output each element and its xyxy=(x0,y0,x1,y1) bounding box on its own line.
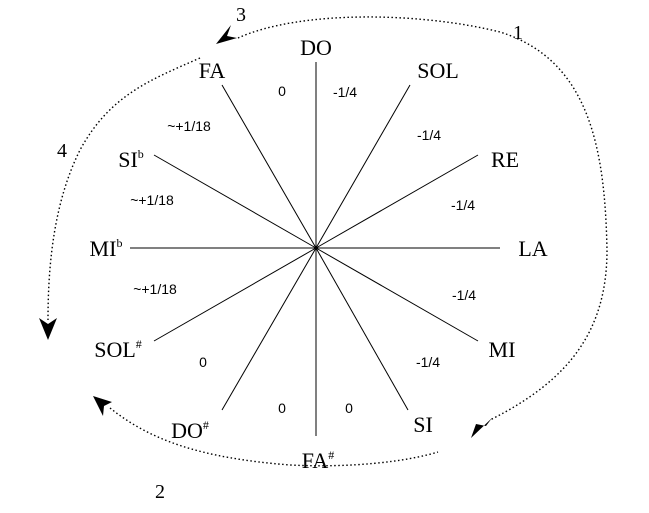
temper-sol-sharp-mi-flat: ~+1/18 xyxy=(133,281,177,297)
temper-si-fa-sharp: 0 xyxy=(345,400,353,416)
spokes xyxy=(130,62,500,436)
note-sol: SOL xyxy=(417,58,459,83)
temper-fa-do: 0 xyxy=(278,83,286,99)
path-4 xyxy=(47,57,201,321)
path-arrows xyxy=(39,16,608,467)
note-fa: FA xyxy=(199,58,226,83)
note-mi-flat: MIb xyxy=(90,236,123,261)
spoke-mi xyxy=(315,247,479,342)
note-la: LA xyxy=(518,236,547,261)
temper-fa-sharp-do-sharp: 0 xyxy=(278,400,286,416)
spoke-sol xyxy=(315,84,411,249)
note-do: DO xyxy=(300,35,332,60)
temper-do-sol: -1/4 xyxy=(333,84,357,100)
arrow-4-head xyxy=(39,318,57,340)
spoke-do-sharp xyxy=(221,247,317,411)
spoke-re xyxy=(315,154,479,249)
temper-mi-si: -1/4 xyxy=(416,354,440,370)
arrow-1-head xyxy=(471,418,492,438)
spoke-sol-sharp xyxy=(153,247,317,342)
arrow-2-head xyxy=(93,396,112,416)
step-3: 3 xyxy=(236,4,246,26)
temper-sol-re: -1/4 xyxy=(417,127,441,143)
path-2 xyxy=(109,407,439,467)
note-si: SI xyxy=(413,412,433,437)
temper-do-sharp-sol-sharp: 0 xyxy=(199,354,207,370)
step-numbers: 1 2 3 4 xyxy=(57,4,523,503)
note-sol-sharp: SOL# xyxy=(94,337,142,362)
temper-re-la: -1/4 xyxy=(451,197,475,213)
temper-mi-flat-si-flat: ~+1/18 xyxy=(130,192,174,208)
path-1 xyxy=(237,16,608,421)
spoke-si xyxy=(315,247,409,411)
tempering-labels: -1/4 -1/4 -1/4 -1/4 -1/4 0 0 0 ~+1/18 ~+… xyxy=(130,83,476,416)
note-do-sharp: DO# xyxy=(171,418,209,443)
note-si-flat: SIb xyxy=(118,147,144,172)
temper-la-mi: -1/4 xyxy=(452,287,476,303)
spoke-si-flat xyxy=(153,154,317,249)
temper-si-flat-fa: ~+1/18 xyxy=(167,118,211,134)
step-1: 1 xyxy=(513,22,523,44)
step-2: 2 xyxy=(155,481,165,503)
note-mi: MI xyxy=(489,337,516,362)
note-fa-sharp: FA# xyxy=(302,448,335,473)
note-labels: DO SOL RE LA MI SI FA# DO# SOL# MIb SIb … xyxy=(90,35,548,473)
note-re: RE xyxy=(491,147,519,172)
step-4: 4 xyxy=(57,140,67,162)
arrow-3-head xyxy=(216,25,237,44)
spoke-fa xyxy=(221,84,317,249)
